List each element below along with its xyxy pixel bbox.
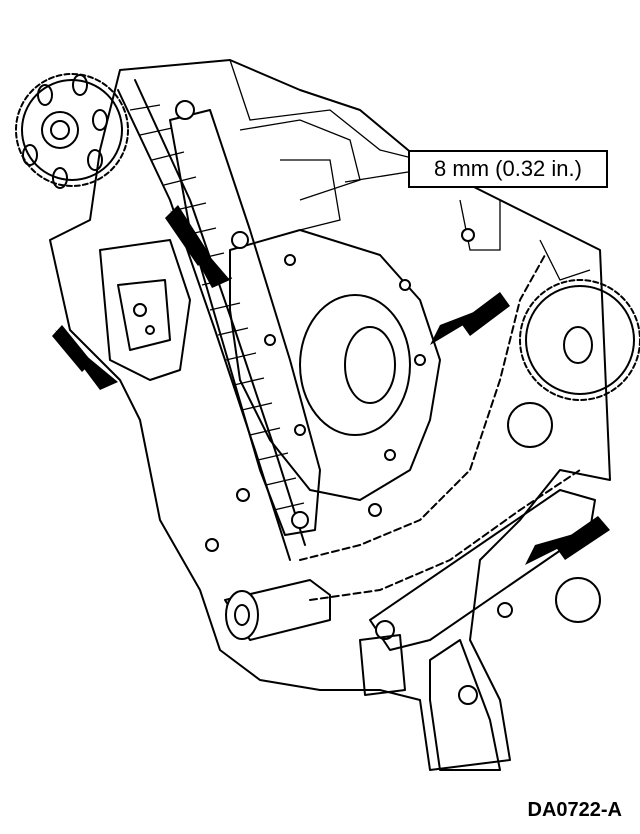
indicator-arrow-tensioner	[525, 516, 610, 565]
bolts	[205, 228, 513, 618]
indicator-arrow-cover	[430, 292, 510, 345]
camshaft-sprocket-right	[507, 279, 640, 448]
dimension-callout: 8 mm (0.32 in.)	[408, 150, 608, 188]
callout-leader-line	[344, 171, 409, 183]
timing-chain-right	[299, 254, 581, 601]
chain-guide-left	[169, 100, 321, 536]
figure-id-label: DA0722-A	[527, 799, 622, 821]
tensioner-arm-right	[369, 489, 601, 771]
indicator-arrow-left	[52, 325, 118, 390]
oil-pump-housing	[99, 239, 191, 381]
front-cover-plate	[229, 229, 441, 501]
crankshaft-nose	[224, 579, 406, 696]
camshaft-sprocket-left	[15, 73, 129, 189]
indicator-arrow-guide	[165, 205, 230, 288]
dimension-callout-text: 8 mm (0.32 in.)	[434, 156, 582, 181]
